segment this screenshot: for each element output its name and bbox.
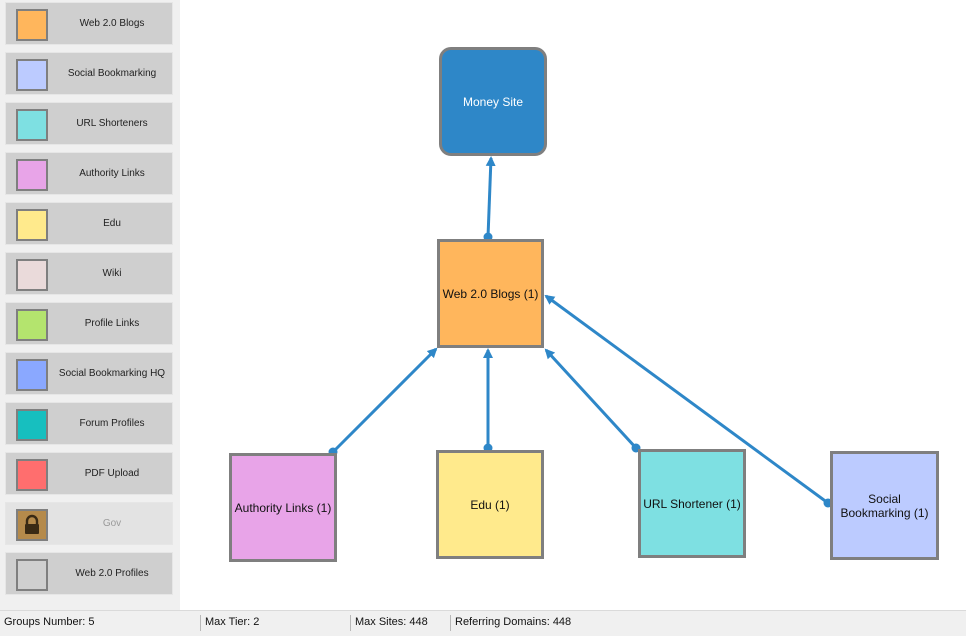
palette-item-label: Social Bookmarking <box>67 68 157 79</box>
node-url-shortener[interactable]: URL Shortener (1) <box>638 449 746 558</box>
edge-edu-to-web20[interactable] <box>483 348 493 453</box>
palette-item-web20-profiles[interactable]: Web 2.0 Profiles <box>5 552 173 595</box>
status-divider <box>350 615 351 631</box>
palette-item-authority-links[interactable]: Authority Links <box>5 152 173 195</box>
orange-swatch-icon <box>16 9 48 41</box>
node-web20-blogs[interactable]: Web 2.0 Blogs (1) <box>437 239 544 348</box>
edge-url-shortener-to-web20[interactable] <box>544 348 641 453</box>
node-authority-links[interactable]: Authority Links (1) <box>229 453 337 562</box>
node-label: Authority Links (1) <box>234 500 332 515</box>
green-swatch-icon <box>16 309 48 341</box>
edge-web20-to-money-site[interactable] <box>483 156 496 242</box>
palette-item-label: Wiki <box>102 268 122 279</box>
cyan-swatch-icon <box>16 109 48 141</box>
palette-sidebar: Web 2.0 Blogs Social Bookmarking URL Sho… <box>0 0 180 610</box>
pink-swatch-icon <box>16 159 48 191</box>
palette-item-social-bookmarking-hq[interactable]: Social Bookmarking HQ <box>5 352 173 395</box>
node-label: Social Bookmarking (1) <box>840 491 929 520</box>
palette-item-label: Profile Links <box>84 318 140 329</box>
palette-item-pdf-upload[interactable]: PDF Upload <box>5 452 173 495</box>
edge-authority-to-web20[interactable] <box>328 347 438 457</box>
status-divider <box>450 615 451 631</box>
palette-item-label: Forum Profiles <box>79 418 145 429</box>
palette-item-label: URL Shorteners <box>76 118 148 129</box>
status-max-tier: Max Tier: 2 <box>205 616 260 628</box>
node-money-site[interactable]: Money Site <box>439 47 547 156</box>
palette-item-wiki[interactable]: Wiki <box>5 252 173 295</box>
palette-item-label: Edu <box>103 218 121 229</box>
palette-item-label: Authority Links <box>79 168 145 179</box>
status-groups-number: Groups Number: 5 <box>4 616 95 628</box>
palette-item-label: PDF Upload <box>84 468 140 479</box>
palette-item-edu[interactable]: Edu <box>5 202 173 245</box>
palette-item-label: Social Bookmarking HQ <box>58 368 166 379</box>
palette-item-label: Web 2.0 Profiles <box>75 568 149 579</box>
status-bar: Groups Number: 5 Max Tier: 2 Max Sites: … <box>0 610 966 636</box>
status-divider <box>200 615 201 631</box>
diagram-canvas[interactable]: Money Site Web 2.0 Blogs (1) Authority L… <box>180 0 966 610</box>
palette-item-social-bookmarking[interactable]: Social Bookmarking <box>5 52 173 95</box>
yellow-swatch-icon <box>16 209 48 241</box>
node-label: Money Site <box>462 94 524 109</box>
node-label: Edu (1) <box>470 497 510 512</box>
status-referring-domains: Referring Domains: 448 <box>455 616 572 628</box>
node-label: URL Shortener (1) <box>643 496 741 511</box>
palette-item-label: Web 2.0 Blogs <box>79 18 145 29</box>
lock-icon <box>16 509 48 541</box>
node-social-bookmarking[interactable]: Social Bookmarking (1) <box>830 451 939 560</box>
blue-swatch-icon <box>16 359 48 391</box>
palette-item-forum-profiles[interactable]: Forum Profiles <box>5 402 173 445</box>
node-edu[interactable]: Edu (1) <box>436 450 544 559</box>
red-swatch-icon <box>16 459 48 491</box>
light-blue-swatch-icon <box>16 59 48 91</box>
node-label: Web 2.0 Blogs (1) <box>442 286 539 301</box>
palette-item-label: Gov <box>102 518 122 529</box>
pale-pink-swatch-icon <box>16 259 48 291</box>
gray-swatch-icon <box>16 559 48 591</box>
palette-item-profile-links[interactable]: Profile Links <box>5 302 173 345</box>
palette-item-web20-blogs[interactable]: Web 2.0 Blogs <box>5 2 173 45</box>
teal-swatch-icon <box>16 409 48 441</box>
palette-item-gov: Gov <box>5 502 173 545</box>
palette-item-url-shorteners[interactable]: URL Shorteners <box>5 102 173 145</box>
status-max-sites: Max Sites: 448 <box>355 616 428 628</box>
